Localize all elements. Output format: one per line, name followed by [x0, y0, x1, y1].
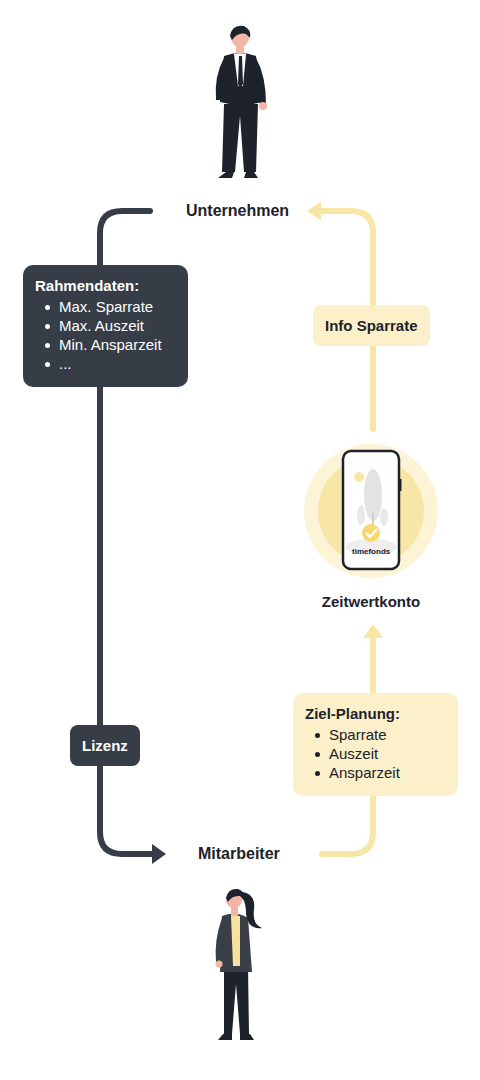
bullet-dot: [315, 771, 320, 776]
woman-figure: [216, 889, 263, 1040]
arrow-head: [152, 844, 166, 864]
phone-illustration: [303, 443, 439, 579]
connector: [100, 211, 150, 265]
list-item: ...: [35, 354, 174, 373]
connector: [322, 796, 373, 854]
list-item: Min. Ansparzeit: [35, 335, 174, 354]
connector: [100, 387, 166, 864]
box-heading: Ziel-Planung:: [305, 704, 444, 723]
list-item: Max. Sparrate: [35, 297, 174, 316]
list-item: Sparrate: [305, 725, 444, 744]
bullet-dot: [45, 362, 50, 367]
info-box: Rahmendaten: Max. SparrateMax. AuszeitMin…: [23, 265, 188, 387]
account-circle: timefondsZeitwertkonto: [286, 443, 456, 610]
item-text: Auszeit: [329, 745, 378, 762]
item-text: Ansparzeit: [329, 764, 400, 781]
info-box: Ziel-Planung: SparrateAuszeitAnsparzeit: [293, 693, 458, 796]
list-item: Ansparzeit: [305, 763, 444, 782]
item-text: Ziel-Planung:: [305, 705, 400, 722]
bullet-dot: [315, 733, 320, 738]
connector: [363, 624, 383, 693]
item-text: Sparrate: [329, 726, 387, 743]
arrow-head: [307, 201, 321, 221]
list-item: Max. Auszeit: [35, 316, 174, 335]
arrow-head: [363, 624, 383, 638]
list-item: Auszeit: [305, 744, 444, 763]
node-text: Unternehmen: [186, 202, 289, 219]
connector-line: [322, 796, 373, 854]
actor-label: Mitarbeiter: [192, 843, 286, 865]
man-figure: [216, 26, 267, 178]
item-text: Rahmendaten:: [35, 277, 139, 294]
bullet-dot: [45, 343, 50, 348]
connector-line: [370, 634, 376, 693]
node-text: Mitarbeiter: [198, 845, 280, 862]
node-text: Zeitwertkonto: [286, 593, 456, 610]
bullet-dot: [45, 305, 50, 310]
edge-label: Info Sparrate: [313, 305, 430, 346]
item-text: ...: [59, 355, 72, 372]
item-text: Min. Ansparzeit: [59, 336, 162, 353]
edge-label: Lizenz: [70, 725, 140, 766]
item-text: Max. Auszeit: [59, 317, 144, 334]
connector-line: [100, 387, 156, 854]
actor-label: Unternehmen: [180, 200, 295, 222]
bullet-dot: [315, 752, 320, 757]
item-text: Max. Sparrate: [59, 298, 153, 315]
box-heading: Rahmendaten:: [35, 276, 174, 295]
connector-line: [100, 211, 150, 265]
bullet-dot: [45, 324, 50, 329]
app-brand: timefonds: [352, 547, 390, 556]
